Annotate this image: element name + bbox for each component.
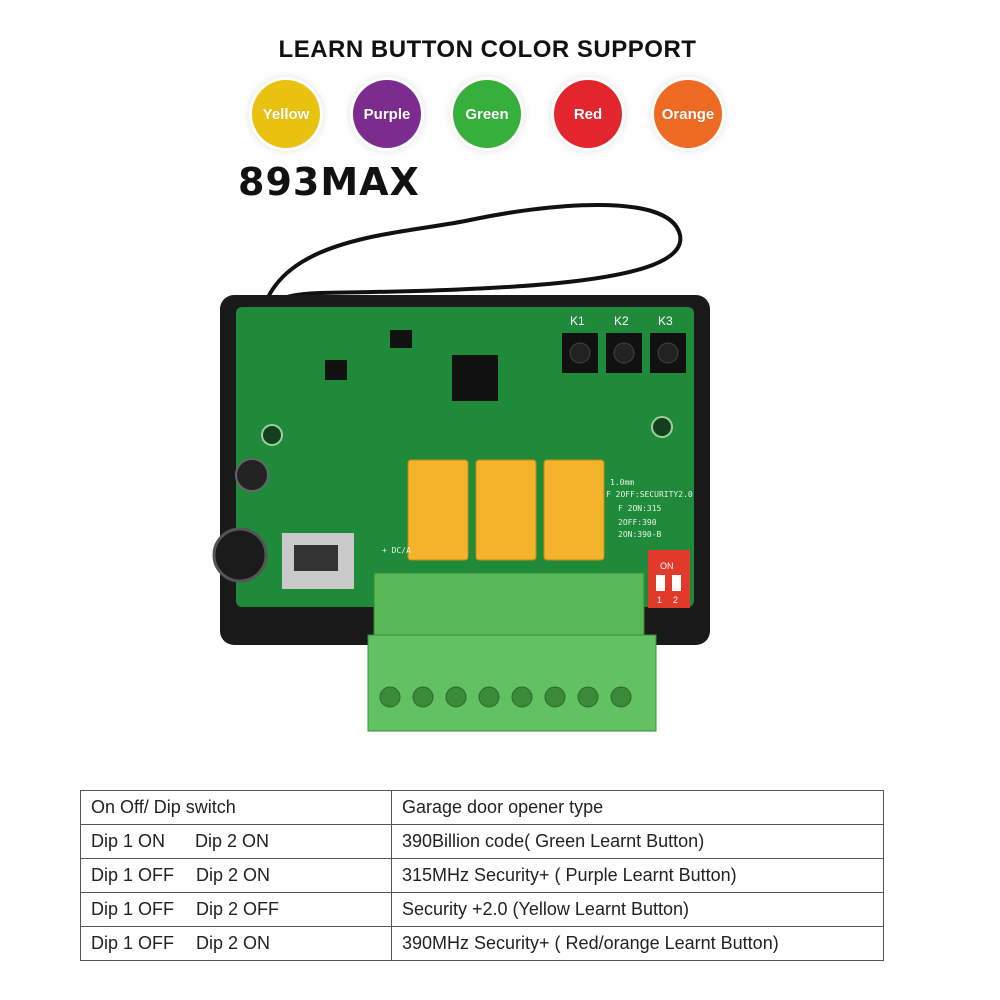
table-row: Dip 1 OFF Dip 2 ON 390MHz Security+ ( Red… — [80, 926, 884, 961]
color-swatch-row: Yellow Purple Green Red Orange — [0, 80, 1000, 152]
table-cell-type: Security +2.0 (Yellow Learnt Button) — [391, 892, 884, 927]
swatch-label: Purple — [363, 105, 411, 123]
dip1-value: Dip 1 OFF — [91, 865, 175, 885]
table-cell-dip: Dip 1 OFF Dip 2 ON — [80, 926, 392, 961]
dip-switch — [648, 550, 690, 608]
relay-2 — [475, 459, 537, 561]
dip1-value: Dip 1 ON — [91, 831, 166, 851]
dip2-value: Dip 2 ON — [196, 933, 271, 953]
dip-num-2: 2 — [673, 595, 678, 605]
terminal-block — [373, 572, 645, 638]
dip2-value: Dip 2 OFF — [196, 899, 280, 919]
terminal-screws — [379, 686, 632, 708]
swatch-label: Green — [465, 105, 509, 123]
table-cell-dip: Dip 1 OFF Dip 2 OFF — [80, 892, 392, 927]
page-heading: LEARN BUTTON COLOR SUPPORT — [278, 36, 697, 63]
table-header: Garage door opener type — [391, 790, 884, 825]
button-label-k1: K1 — [570, 314, 585, 328]
silk-2: F 2OFF:SECURITY2.0 — [606, 490, 693, 499]
table-cell-type: 315MHz Security+ ( Purple Learnt Button) — [391, 858, 884, 893]
capacitor-large — [212, 527, 268, 583]
capacitor-small — [235, 458, 269, 492]
table-header: On Off/ Dip switch — [80, 790, 392, 825]
receiver-board-photo: K1 K2 K3 1.0mm F 2OFF:SECURITY2.0 F 2ON:… — [200, 195, 740, 740]
dip-on-label: ON — [660, 561, 674, 571]
dip1-value: Dip 1 OFF — [91, 899, 175, 919]
dip2-value: Dip 2 ON — [195, 831, 270, 851]
table-row: Dip 1 OFF Dip 2 OFF Security +2.0 (Yellow… — [80, 892, 884, 927]
tact-buttons — [562, 333, 686, 373]
dip1-value: Dip 1 OFF — [91, 933, 175, 953]
table-row: Dip 1 OFF Dip 2 ON 315MHz Security+ ( Pur… — [80, 858, 884, 893]
relay-1 — [407, 459, 469, 561]
table-cell-type: 390MHz Security+ ( Red/orange Learnt But… — [391, 926, 884, 961]
silk-6: + DC/A — [382, 546, 411, 555]
dip2-value: Dip 2 ON — [196, 865, 271, 885]
button-label-k2: K2 — [614, 314, 629, 328]
table-cell-type: 390Billion code( Green Learnt Button) — [391, 824, 884, 859]
swatch-label: Red — [573, 105, 603, 123]
silk-1: 1.0mm — [610, 478, 634, 487]
button-label-k3: K3 — [658, 314, 673, 328]
dip-num-1: 1 — [657, 595, 662, 605]
dip-switch-table: On Off/ Dip switch Garage door opener ty… — [80, 790, 884, 961]
board-illustration: K1 K2 K3 1.0mm F 2OFF:SECURITY2.0 F 2ON:… — [212, 203, 710, 732]
table-cell-dip: Dip 1 ON Dip 2 ON — [80, 824, 392, 859]
table-cell-dip: Dip 1 OFF Dip 2 ON — [80, 858, 392, 893]
table-row: Dip 1 ON Dip 2 ON 390Billion code( Green … — [80, 824, 884, 859]
swatch-orange: Orange — [654, 80, 722, 148]
silk-5: 2ON:390-B — [618, 530, 662, 539]
swatch-green: Green — [453, 80, 521, 148]
silk-3: F 2ON:315 — [618, 504, 662, 513]
model-name: 893MAX — [238, 160, 420, 204]
mcu-chip — [452, 355, 498, 401]
swatch-purple: Purple — [353, 80, 421, 148]
antenna-wire — [258, 203, 683, 336]
swatch-label: Orange — [661, 105, 715, 123]
swatch-yellow: Yellow — [252, 80, 320, 148]
silk-4: 2OFF:390 — [618, 518, 657, 527]
swatch-red: Red — [554, 80, 622, 148]
relay-3 — [543, 459, 605, 561]
swatch-label: Yellow — [262, 105, 310, 123]
table-header-row: On Off/ Dip switch Garage door opener ty… — [80, 790, 884, 825]
dip-switch-table-wrap: On Off/ Dip switch Garage door opener ty… — [80, 790, 884, 961]
